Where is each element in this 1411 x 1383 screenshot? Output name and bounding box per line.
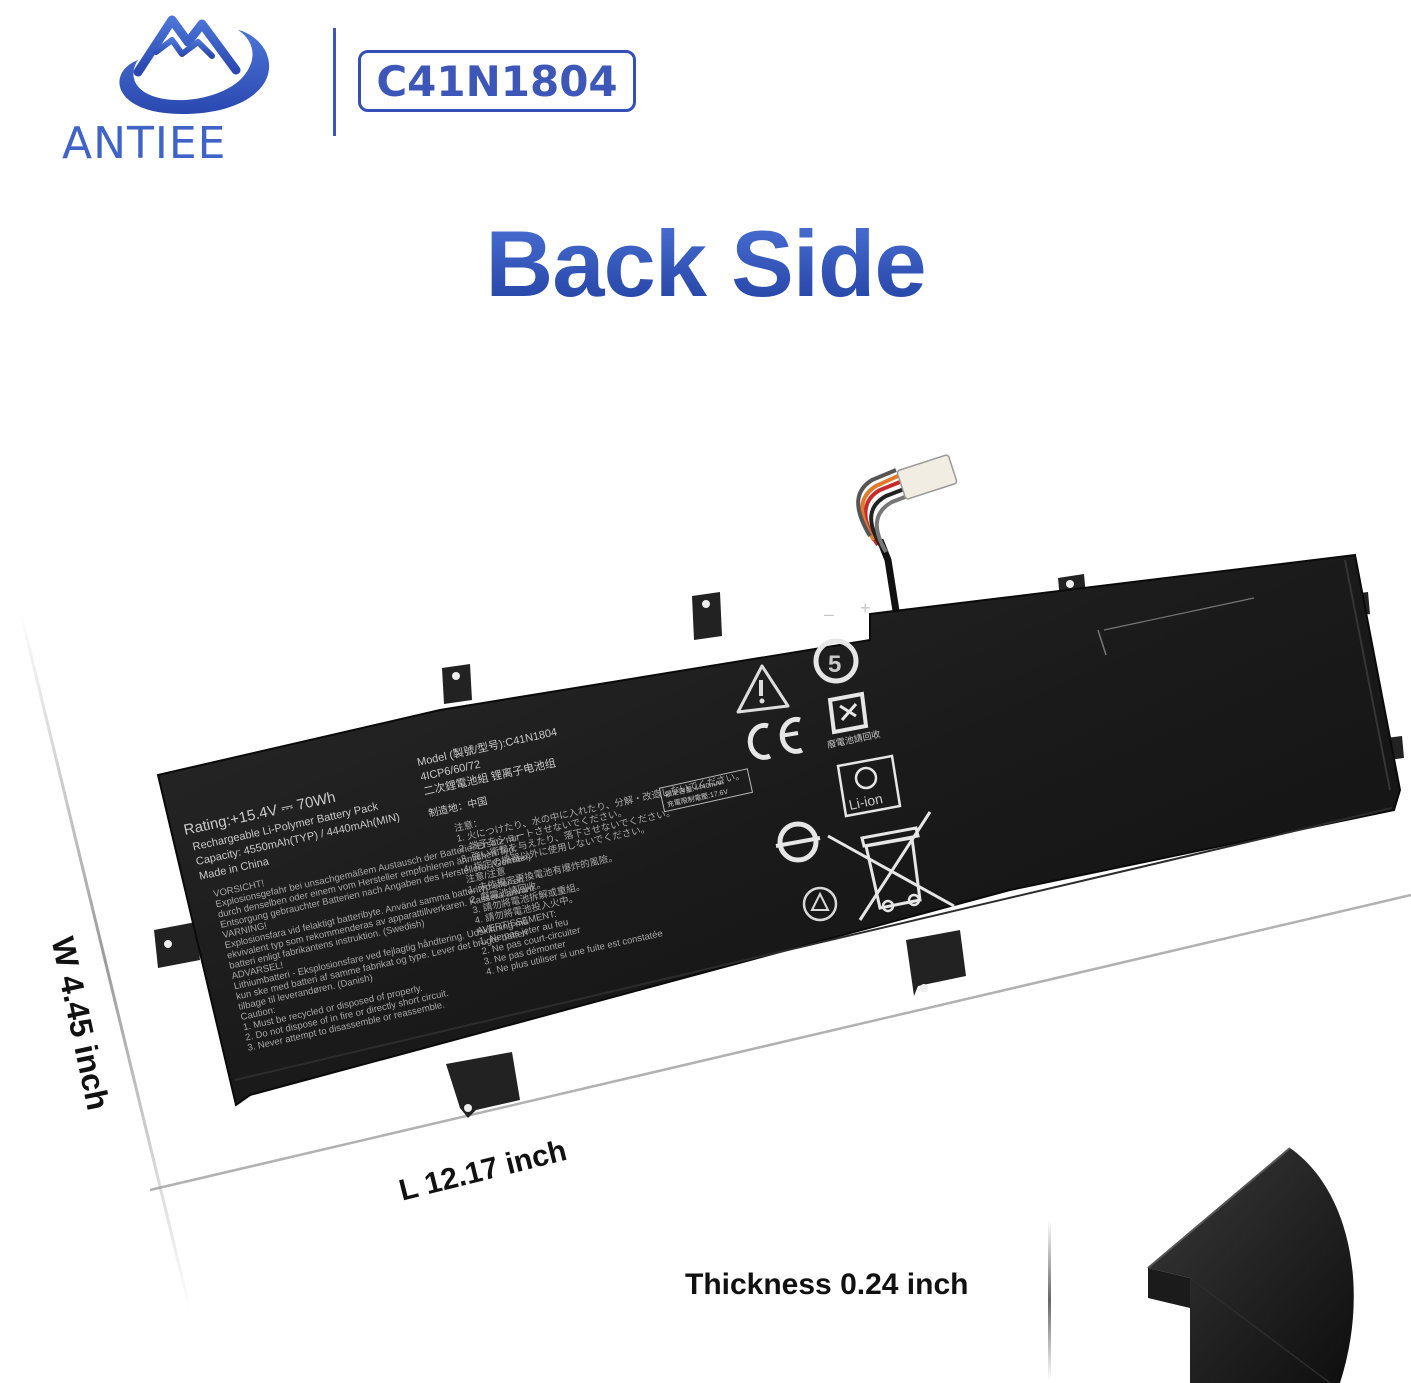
thickness-dimension-label: Thickness 0.24 inch [685, 1268, 969, 1301]
wire-harness [856, 454, 958, 669]
polarity-minus-label: – [824, 604, 834, 624]
width-dimension-line [18, 609, 192, 1311]
header-divider [333, 28, 336, 136]
page-title: Back Side [0, 210, 1411, 318]
recycle-number-icon: 5 [813, 638, 859, 684]
thickness-divider [1048, 1220, 1051, 1380]
ce-mark-icon [747, 716, 804, 760]
battery-body [156, 553, 1402, 1107]
warning-triangle-icon [736, 664, 790, 714]
battery-type-mark: Li-ion [847, 790, 884, 813]
certification-mark-icon [775, 821, 821, 863]
recycle-number: 5 [828, 651, 841, 678]
thickness-corner-illustration [1147, 1147, 1354, 1383]
brand-name: ANTIEE [62, 118, 227, 169]
li-ion-recycle-icon: Li-ion [836, 754, 902, 818]
crossed-bin-icon [827, 811, 955, 921]
length-dimension-line [149, 893, 1411, 1192]
battery-connector [896, 454, 958, 500]
brand-logo-icon [119, 15, 270, 114]
safety-mark-icon [802, 886, 838, 922]
polarity-plus-label: + [860, 598, 871, 618]
model-badge: C41N1804 [358, 50, 636, 112]
